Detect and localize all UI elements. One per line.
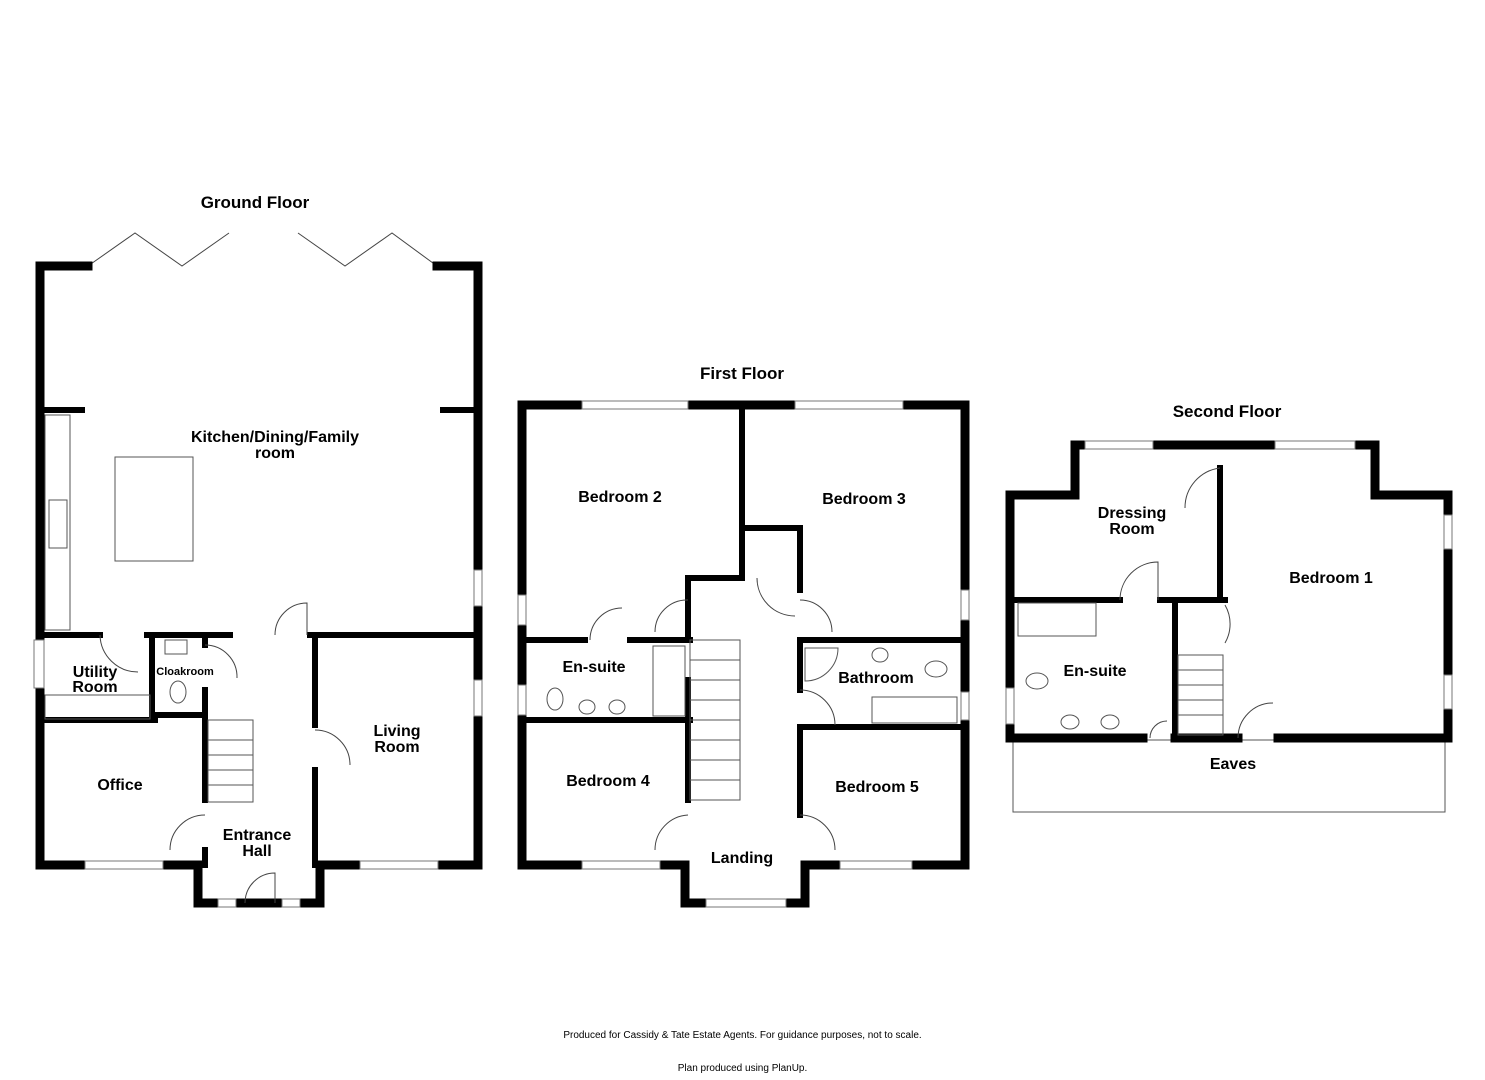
- credit-text: Plan produced using PlanUp.: [677, 1063, 808, 1074]
- room-label-bedroom-4: Bedroom 4: [566, 773, 650, 790]
- room-label-hall: Entrance: [223, 827, 292, 844]
- first-floor-title: First Floor: [700, 364, 784, 383]
- disclaimer-text: Produced for Cassidy & Tate Estate Agent…: [563, 1030, 922, 1041]
- room-label-ensuite-2: En-suite: [1063, 663, 1126, 680]
- room-label-bathroom: Bathroom: [838, 670, 914, 687]
- first-floor-plan: First Floor: [517, 364, 970, 908]
- room-label-landing: Landing: [711, 850, 773, 867]
- room-label-dressing: Dressing: [1098, 505, 1166, 522]
- room-label-kitchen-2: room: [255, 445, 295, 462]
- room-label-kitchen: Kitchen/Dining/Family: [191, 429, 359, 446]
- room-label-eaves: Eaves: [1210, 756, 1256, 773]
- room-label-office: Office: [97, 777, 142, 794]
- ground-floor-title: Ground Floor: [201, 193, 310, 212]
- room-label-living-2: Room: [374, 739, 419, 756]
- second-floor-title: Second Floor: [1173, 402, 1282, 421]
- room-label-bedroom-1: Bedroom 1: [1289, 570, 1373, 587]
- room-label-dressing-2: Room: [1109, 521, 1154, 538]
- second-floor-plan: Second Floor Dressing Room Bedroom 1 En-…: [1005, 402, 1453, 813]
- room-label-cloakroom: Cloakroom: [156, 666, 214, 678]
- room-label-utility-2: Room: [72, 679, 117, 696]
- ground-floor-plan: Ground Floor: [33, 193, 483, 908]
- room-label-hall-2: Hall: [242, 843, 271, 860]
- room-label-bedroom-2: Bedroom 2: [578, 489, 662, 506]
- room-label-bedroom-5: Bedroom 5: [835, 779, 919, 796]
- room-label-ensuite: En-suite: [562, 659, 625, 676]
- room-label-utility: Utility: [73, 664, 118, 681]
- room-label-living: Living: [373, 723, 420, 740]
- room-label-bedroom-3: Bedroom 3: [822, 491, 906, 508]
